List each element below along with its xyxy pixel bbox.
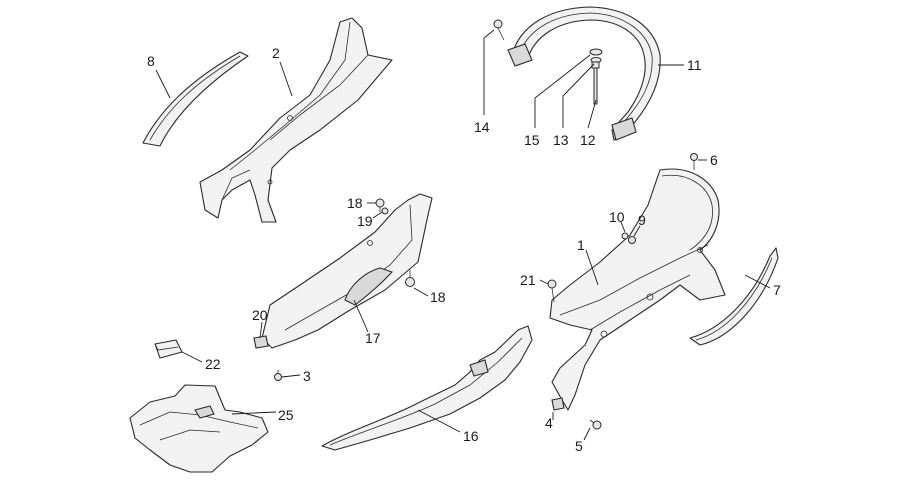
part-17-inner-panel bbox=[261, 193, 433, 349]
part-10-screw bbox=[621, 232, 629, 240]
callout-15: 15 bbox=[524, 132, 540, 148]
part-5-screw bbox=[589, 419, 602, 430]
callout-18-lower: 18 bbox=[430, 289, 446, 305]
callout-22: 22 bbox=[205, 356, 221, 372]
part-21-screw bbox=[547, 279, 557, 303]
part-20-clip bbox=[253, 335, 269, 349]
callout-11: 11 bbox=[687, 57, 702, 73]
part-19-washer bbox=[381, 207, 389, 215]
leader-lines bbox=[155, 29, 771, 441]
part-7-trim-strip bbox=[689, 247, 779, 346]
callout-14: 14 bbox=[474, 119, 490, 135]
part-1-body-cover bbox=[549, 168, 726, 411]
part-25-floor-tray bbox=[129, 384, 269, 473]
callout-9: 9 bbox=[638, 212, 646, 228]
callout-10: 10 bbox=[609, 209, 625, 225]
callout-25: 25 bbox=[278, 407, 294, 423]
callout-16: 16 bbox=[463, 428, 479, 444]
part-6-screw bbox=[690, 153, 698, 170]
part-4-clip bbox=[551, 397, 565, 411]
callout-7: 7 bbox=[773, 282, 781, 298]
part-18-screw-upper bbox=[375, 198, 385, 212]
part-3-screw bbox=[274, 370, 282, 381]
part-16-lower-trim bbox=[321, 325, 533, 451]
part-9-nut bbox=[628, 236, 636, 244]
callout-19: 19 bbox=[357, 213, 373, 229]
callout-5: 5 bbox=[575, 438, 583, 454]
callout-13: 13 bbox=[553, 132, 569, 148]
callout-20: 20 bbox=[252, 307, 268, 323]
part-2-side-panel bbox=[199, 17, 393, 223]
callout-8: 8 bbox=[147, 53, 155, 69]
callout-12: 12 bbox=[580, 132, 596, 148]
callout-labels: 8 2 14 15 13 12 11 6 10 9 1 7 21 18 19 1… bbox=[147, 45, 781, 454]
part-15-washer bbox=[589, 48, 603, 56]
part-8-trim-strip bbox=[142, 51, 249, 147]
callout-4: 4 bbox=[545, 415, 553, 431]
callout-17: 17 bbox=[365, 330, 381, 346]
part-11-grab-handle bbox=[507, 6, 661, 141]
callout-3: 3 bbox=[303, 368, 311, 384]
part-14-screw bbox=[493, 19, 505, 41]
callout-1: 1 bbox=[577, 237, 585, 253]
part-22-rubber-block bbox=[154, 339, 183, 359]
part-18-screw-lower bbox=[405, 270, 415, 287]
callout-6: 6 bbox=[710, 152, 718, 168]
callout-2: 2 bbox=[272, 45, 280, 61]
callout-18-upper: 18 bbox=[347, 195, 363, 211]
part-12-bolt bbox=[591, 61, 600, 105]
callout-21: 21 bbox=[520, 272, 536, 288]
